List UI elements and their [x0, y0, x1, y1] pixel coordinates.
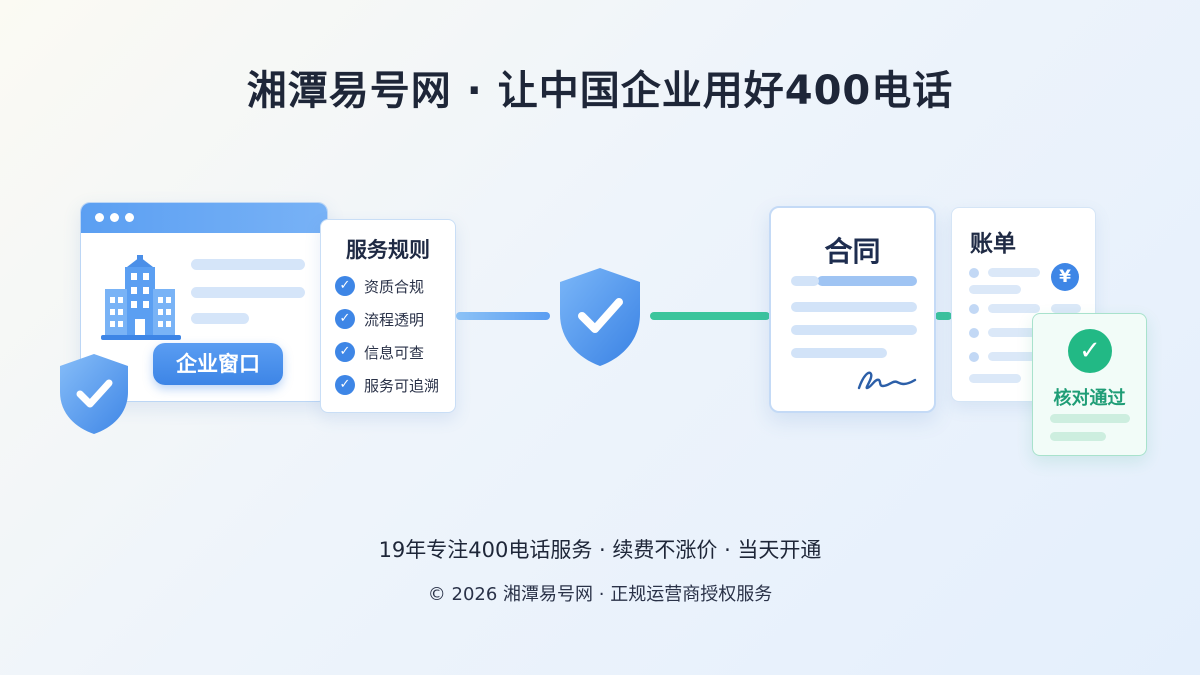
bill-bullet	[969, 352, 979, 362]
check-circle-icon: ✓	[1068, 329, 1112, 373]
bill-bullet	[969, 328, 979, 338]
placeholder-line	[191, 287, 305, 298]
placeholder-line	[988, 352, 1040, 361]
placeholder-line	[1050, 414, 1130, 423]
placeholder-line	[988, 268, 1040, 277]
slogan: 19年专注400电话服务 · 续费不涨价 · 当天开通	[378, 538, 822, 562]
placeholder-line	[817, 276, 917, 286]
verified-card: ✓ 核对通过	[1032, 313, 1147, 456]
window-dot	[125, 213, 134, 222]
rule-label: 流程透明	[364, 310, 425, 329]
check-circle-icon: ✓	[335, 309, 355, 329]
signature-icon	[855, 366, 919, 398]
bill-bullet	[969, 304, 979, 314]
shield-check-icon	[556, 266, 644, 372]
contract-card: 合同	[769, 206, 936, 413]
rule-item: ✓ 信息可查	[335, 341, 424, 363]
placeholder-line	[1050, 432, 1106, 441]
check-circle-icon: ✓	[335, 375, 355, 395]
bill-bullet	[969, 268, 979, 278]
connector-line-left	[456, 312, 550, 320]
rule-label: 资质合规	[364, 277, 425, 296]
connector-line-bill	[935, 312, 952, 320]
placeholder-line	[988, 304, 1040, 313]
copyright: © 2026 湘潭易号网 · 正规运营商授权服务	[427, 584, 773, 605]
page-title: 湘潭易号网 · 让中国企业用好400电话	[246, 68, 954, 114]
rule-label: 信息可查	[364, 343, 425, 362]
rules-title: 服务规则	[346, 238, 430, 262]
service-rules-card: 服务规则 ✓ 资质合规 ✓ 流程透明 ✓ 信息可查 ✓ 服务可追溯	[320, 219, 456, 413]
rule-item: ✓ 服务可追溯	[335, 374, 439, 396]
enterprise-window-button[interactable]: 企业窗口	[153, 343, 283, 385]
placeholder-line	[791, 348, 887, 358]
placeholder-line	[791, 325, 917, 335]
window-dot	[95, 213, 104, 222]
verified-label: 核对通过	[1053, 388, 1126, 409]
bill-card: 账单 ¥	[951, 207, 1096, 402]
contract-title: 合同	[824, 235, 881, 268]
placeholder-line	[791, 302, 917, 312]
placeholder-line	[988, 328, 1040, 337]
placeholder-line	[1051, 304, 1081, 313]
placeholder-line	[791, 276, 819, 286]
browser-title-bar	[81, 203, 327, 233]
rule-label: 服务可追溯	[364, 376, 440, 395]
check-circle-icon: ✓	[335, 276, 355, 296]
rule-item: ✓ 流程透明	[335, 308, 424, 330]
enterprise-window: 企业窗口	[80, 202, 328, 402]
placeholder-line	[969, 285, 1021, 294]
placeholder-line	[191, 313, 249, 324]
rule-item: ✓ 资质合规	[335, 275, 424, 297]
placeholder-line	[969, 374, 1021, 383]
check-circle-icon: ✓	[335, 342, 355, 362]
shield-check-icon	[56, 352, 132, 440]
yen-icon: ¥	[1051, 263, 1079, 291]
window-dot	[110, 213, 119, 222]
bill-title: 账单	[970, 231, 1016, 257]
placeholder-line	[191, 259, 305, 270]
building-icon	[101, 251, 181, 345]
connector-line-right	[650, 312, 770, 320]
